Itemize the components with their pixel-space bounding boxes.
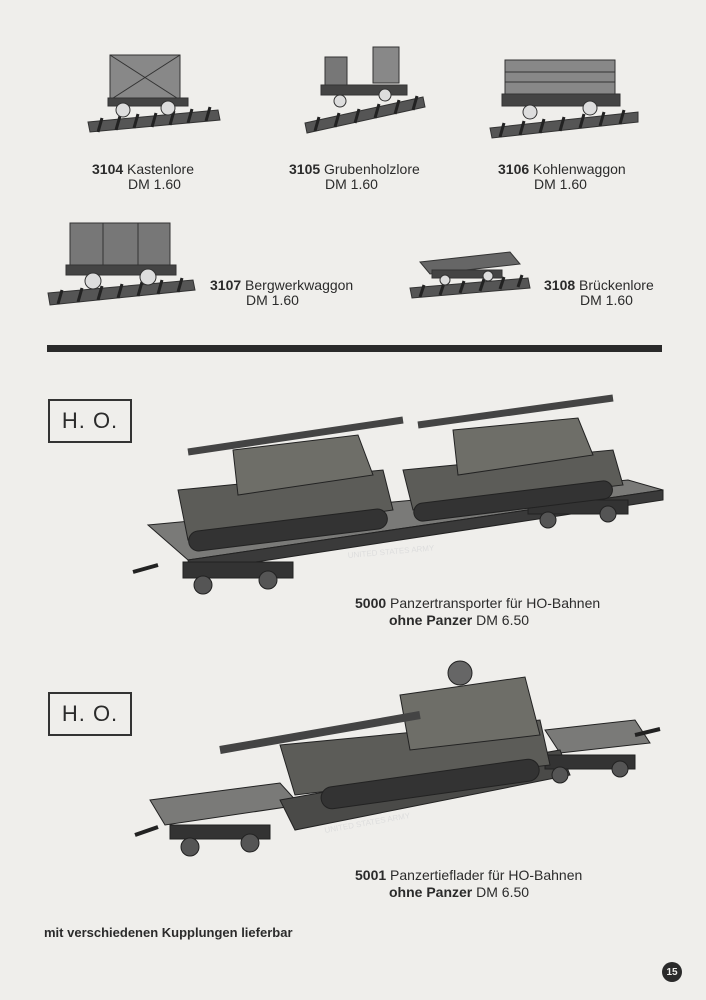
item-3105-caption: 3105 Grubenholzlore DM 1.60 (289, 162, 420, 192)
item-name: Grubenholzlore (324, 161, 420, 177)
item-price: DM 1.60 (128, 176, 181, 192)
item-price: DM 1.60 (325, 176, 378, 192)
item-number: 3107 (210, 277, 242, 293)
bergwerkwaggon-image (47, 222, 196, 306)
ho-scale-label: H. O. (48, 692, 132, 736)
panzertieflader-image: UNITED STATES ARMY (134, 660, 661, 857)
item-price: DM 1.60 (246, 292, 299, 308)
product-price: DM 6.50 (476, 884, 530, 900)
ho-scale-label: H. O. (48, 399, 132, 443)
product-5001-caption: 5001 Panzertieflader für HO-Bahnen ohne … (355, 867, 582, 901)
section-divider (47, 345, 662, 352)
product-number: 5000 (355, 595, 387, 611)
item-number: 3105 (289, 161, 321, 177)
item-3108-caption: 3108 Brückenlore DM 1.60 (544, 278, 654, 308)
brueckenlore-image (409, 251, 531, 299)
product-name: Panzertieflader für HO-Bahnen (390, 867, 583, 883)
item-number: 3106 (498, 161, 530, 177)
item-name: Kastenlore (127, 161, 194, 177)
item-3106-caption: 3106 Kohlenwaggon DM 1.60 (498, 162, 626, 192)
item-number: 3108 (544, 277, 576, 293)
product-price: DM 6.50 (476, 612, 530, 628)
item-name: Brückenlore (579, 277, 654, 293)
item-3104-caption: 3104 Kastenlore DM 1.60 (92, 162, 194, 192)
product-number: 5001 (355, 867, 387, 883)
footer-note: mit verschiedenen Kupplungen lieferbar (44, 925, 293, 940)
kohlenwaggon-image (489, 59, 639, 139)
item-name: Kohlenwaggon (533, 161, 626, 177)
page-number: 15 (662, 962, 682, 982)
item-price: DM 1.60 (580, 292, 633, 308)
item-name: Bergwerkwaggon (245, 277, 354, 293)
product-name: Panzertransporter für HO-Bahnen (390, 595, 601, 611)
item-number: 3104 (92, 161, 124, 177)
product-note: ohne Panzer (389, 612, 473, 628)
kastenlore-image (87, 54, 221, 133)
grubenholzlore-image (304, 46, 426, 134)
item-price: DM 1.60 (534, 176, 587, 192)
product-note: ohne Panzer (389, 884, 473, 900)
panzertransporter-image: UNITED STATES ARMY (132, 394, 664, 595)
item-3107-caption: 3107 Bergwerkwaggon DM 1.60 (210, 278, 353, 308)
product-5000-caption: 5000 Panzertransporter für HO-Bahnen ohn… (355, 595, 600, 629)
